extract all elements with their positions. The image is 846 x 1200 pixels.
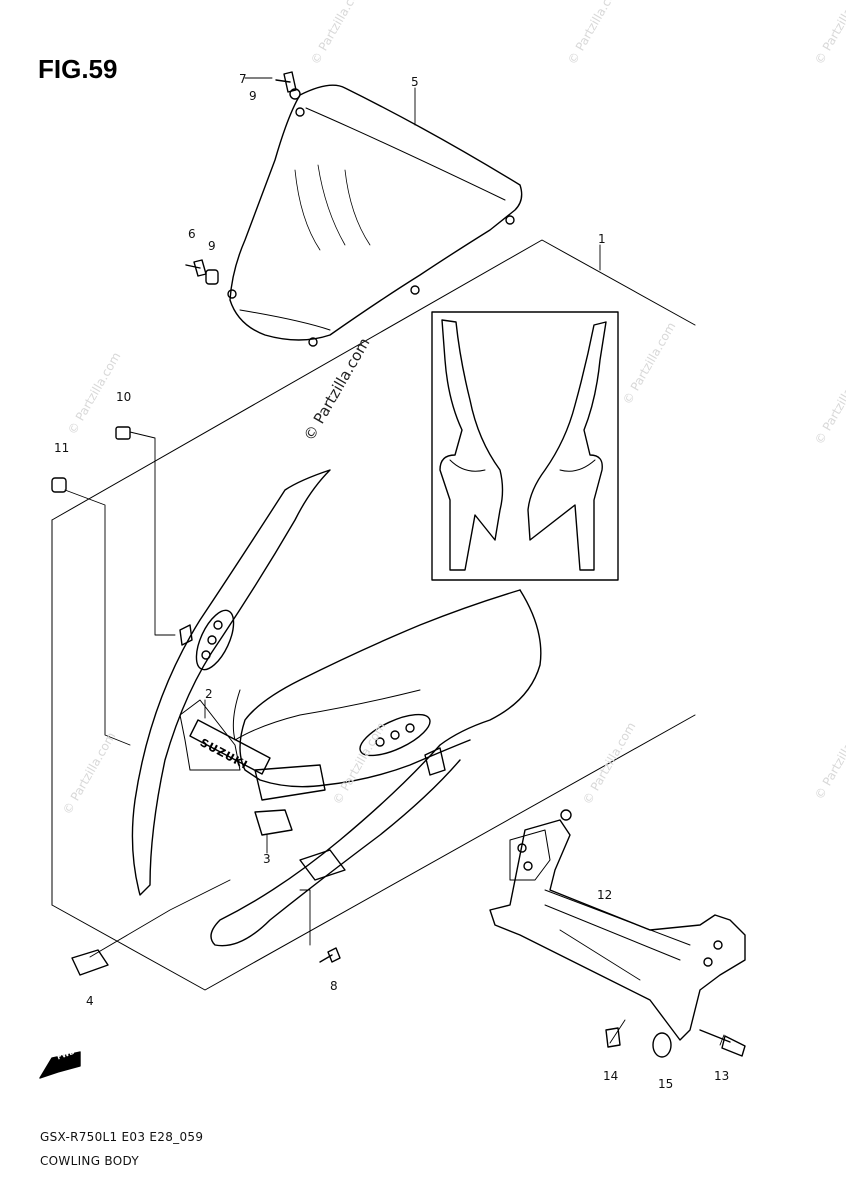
- model-code: GSX-R750L1 E03 E28_059: [40, 1130, 204, 1144]
- cushion-15: [652, 1032, 672, 1058]
- callout-11: 11: [54, 441, 70, 455]
- screw-6: [185, 259, 207, 277]
- sticker-4: [71, 949, 109, 976]
- clip-nut-10: [115, 426, 131, 440]
- callout-5: 5: [411, 75, 419, 89]
- leader-lines: [64, 77, 725, 1046]
- callout-7: 7: [239, 72, 247, 86]
- sticker-inset: [431, 311, 619, 581]
- cowling-brace-12: [489, 809, 746, 1041]
- sticker-3: [254, 764, 326, 836]
- section-caption: COWLING BODY: [40, 1154, 139, 1168]
- callout-8: 8: [330, 979, 338, 993]
- cowling-body: [131, 469, 542, 947]
- callout-9-mid: 9: [208, 239, 216, 253]
- bolt-8: [319, 947, 341, 963]
- callout-10: 10: [116, 390, 132, 404]
- bolt-13: [699, 1029, 746, 1057]
- fwd-arrow-icon: [39, 1051, 81, 1079]
- callout-12: 12: [597, 888, 613, 902]
- assembly-outline-box: [51, 239, 696, 991]
- callout-13: 13: [714, 1069, 730, 1083]
- nut-14: [605, 1027, 621, 1048]
- clip-nut-11: [51, 477, 67, 493]
- callout-3: 3: [263, 852, 271, 866]
- callout-14: 14: [603, 1069, 619, 1083]
- callout-9-top: 9: [249, 89, 257, 103]
- callout-15: 15: [658, 1077, 674, 1091]
- callout-1: 1: [598, 232, 606, 246]
- windscreen: [227, 84, 523, 347]
- callout-2: 2: [205, 687, 213, 701]
- callout-4: 4: [86, 994, 94, 1008]
- callout-6: 6: [188, 227, 196, 241]
- sticker-suzuki: [189, 719, 271, 775]
- well-nut-9: [205, 269, 219, 285]
- figure-title: FIG.59: [38, 54, 118, 84]
- sticker-2: [179, 699, 241, 771]
- screw-7: [275, 71, 301, 100]
